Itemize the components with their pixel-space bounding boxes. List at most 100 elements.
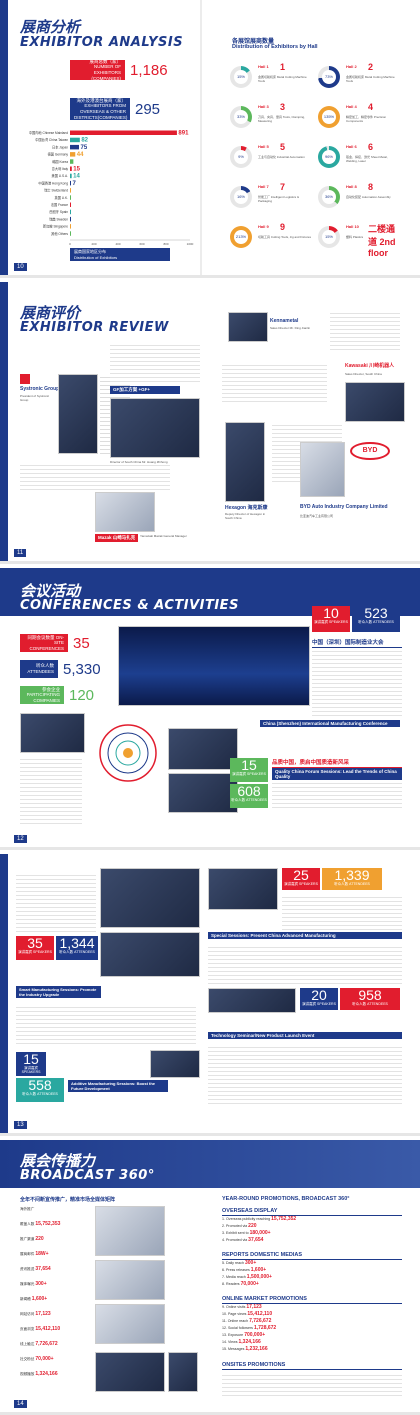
item-label: 推广渠道: [20, 1237, 36, 1241]
review-company: Systronic Group: [20, 386, 60, 392]
quality-speakers-count: 15 演讲嘉宾 SPEAKERS: [230, 758, 268, 782]
forum-title-cn: 中国（深圳）国际制造业大会: [312, 638, 402, 648]
review-company: GF加工方案 +GF+: [110, 386, 180, 394]
item-value: 18W+: [35, 1251, 49, 1257]
x-tick-label: 600: [139, 242, 144, 246]
item-label: 7. Media reach: [222, 1275, 247, 1279]
broadcast-left-item: 线上触达 7,726,672: [20, 1341, 58, 1347]
hall-donut: 15%: [318, 226, 340, 248]
broadcast-right-item: 13. Exposure 700,000+: [222, 1332, 265, 1338]
item-value: 1,600+: [31, 1296, 48, 1302]
print-media-photo: [95, 1206, 165, 1256]
special-session-text: [208, 944, 402, 984]
item-label: 资讯推送: [20, 1267, 36, 1271]
category-label: 意大利 Italy: [52, 166, 69, 171]
category-label: 德国 Germany: [48, 152, 69, 157]
hall-description: 塑料 Plastics: [346, 235, 364, 239]
bar: [70, 188, 71, 193]
item-value: 300+: [244, 1260, 257, 1266]
item-value: 70,000+: [240, 1281, 259, 1287]
item-value: 37,654: [35, 1266, 51, 1272]
count-value: 35: [27, 935, 43, 951]
hall-number: 8: [368, 182, 374, 192]
broadcast-right-item: 3. Exhibit sent to 180,000+: [222, 1230, 271, 1236]
am-attendees-count: 558 听众人数 ATTENDEES: [16, 1078, 64, 1102]
hall-description: 智能工厂 Intelligent Logistics & Packaging: [258, 195, 300, 204]
bar: [70, 152, 76, 157]
item-label: 展商邮件: [20, 1252, 36, 1256]
overseas-header: OVERSEAS DISPLAY: [222, 1208, 402, 1216]
panel-photo: [168, 773, 238, 813]
review-text: [20, 462, 170, 492]
broadcast-left-item: 视频播放 1,324,166: [20, 1371, 58, 1377]
social-media-photo: [95, 1304, 165, 1344]
count-value: 15: [241, 757, 257, 773]
item-value: 17,123: [246, 1304, 262, 1310]
hall-label: Hall 10: [346, 224, 359, 229]
tech-session-title: Technology Seminar/New Product Launch Ev…: [208, 1032, 402, 1039]
review-person: 比亚迪汽车工业有限公司: [300, 514, 334, 518]
stat-value: 120: [64, 686, 112, 704]
broadcast-right-item: 6. Press releases 1,600+: [222, 1267, 266, 1273]
hall-number: 9: [280, 222, 286, 232]
broadcast-right-title: YEAR-ROUND PROMOTIONS, BROADCAST 360°: [222, 1196, 350, 1202]
portrait-photo: [300, 442, 345, 497]
bar-value-label: 44: [77, 152, 84, 158]
hall-percent: 33%: [234, 110, 248, 124]
hall-label: Hall 1: [258, 64, 269, 69]
item-value: 180,000+: [249, 1230, 271, 1236]
hall-number: 3: [280, 102, 286, 112]
hall-donut: 73%: [318, 66, 340, 88]
broadcast-left-item: 媒体曝光 300+: [20, 1281, 47, 1287]
category-label: 西班牙 Spain: [49, 209, 68, 214]
broadcast-subtitle: 全年不间断宣传推广，精准市场全媒体矩阵: [20, 1197, 116, 1203]
hall-percent: 73%: [322, 70, 336, 84]
bar: [70, 195, 71, 200]
item-label: 9. Online visits: [222, 1305, 247, 1309]
bar: [70, 231, 71, 236]
broadcast-right-item: 9. Online visits 17,123: [222, 1304, 262, 1310]
item-value: 300+: [35, 1281, 47, 1287]
hall-label: Hall 7: [258, 184, 269, 189]
broadcast-left-item: 页面浏览 15,412,110: [20, 1326, 60, 1332]
onsite-photo-2: [168, 1352, 198, 1392]
item-value: 220: [35, 1236, 44, 1242]
item-label: 4. Promoted via: [222, 1238, 249, 1242]
item-label: 13. Exposure: [222, 1333, 245, 1337]
stat-attendees: 听众人数 ATTENDEES 5,330: [20, 660, 112, 678]
item-label: 线上触达: [20, 1342, 36, 1346]
category-label: 美国 U.S.A.: [52, 173, 69, 178]
category-label: 中国台湾 China Taiwan: [35, 137, 68, 142]
review-person: Sales Director Mr. Ding Jianlin: [270, 326, 311, 330]
portrait-photo: [225, 422, 265, 502]
category-label: 瑞士 Switzerland: [44, 188, 68, 193]
hall-label: Hall 6: [346, 144, 357, 149]
web-media-photo: [95, 1260, 165, 1300]
session-photo: [100, 932, 200, 977]
page-number: 13: [14, 1121, 27, 1129]
page-exhibitor-analysis: 展商分析 EXHIBITOR ANALYSIS 展商总数（家）NUMBER OF…: [0, 0, 420, 278]
stat-label: 同期会议数量 ON-SITE CONFERENCES: [27, 634, 65, 651]
item-label: 10. Page views: [222, 1312, 248, 1316]
tech-session-text: [208, 1044, 402, 1104]
session-list: [16, 872, 96, 932]
broadcast-left-item: 新闻稿 1,600+: [20, 1296, 47, 1302]
page-title-cn: 展会传播力: [20, 1152, 96, 1170]
hall-description: 刀具、夹具、量具 Tools, Clamping, Measuring: [258, 115, 306, 124]
bar: [70, 137, 80, 143]
quality-forum-en: Quality China Forum Sessions: Lead the T…: [272, 768, 402, 780]
side-band: [0, 0, 8, 275]
count-value: 25: [293, 867, 309, 883]
stat-value: 295: [130, 98, 190, 120]
x-tick-label: 400: [115, 242, 120, 246]
category-label: 瑞典 Sweden: [49, 216, 68, 221]
x-tick-label: 200: [91, 242, 96, 246]
count-label: 听众人数 ATTENDEES: [231, 798, 267, 802]
review-person: President of Systronic Group: [20, 394, 50, 403]
hall-label: Hall 8: [346, 184, 357, 189]
item-value: 1,600+: [250, 1267, 267, 1273]
count-label: 听众人数 ATTENDEES: [22, 1092, 58, 1096]
count-value: 20: [311, 987, 327, 1003]
page-number: 11: [14, 549, 27, 557]
